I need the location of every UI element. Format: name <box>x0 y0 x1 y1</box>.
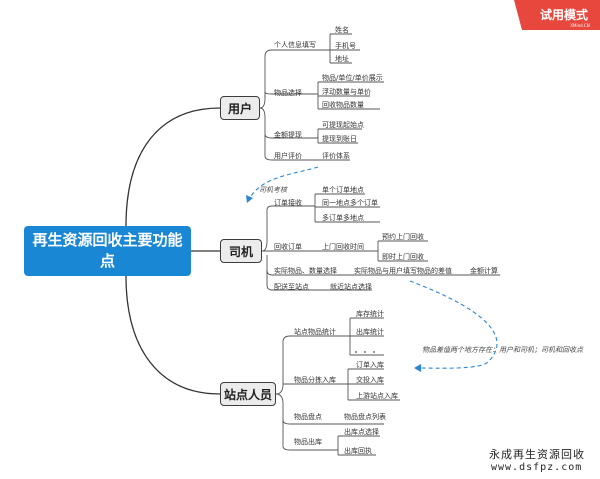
note-driver-review: 司机考核 <box>259 186 287 194</box>
topic-driver-deliver[interactable]: 配送至站点 <box>274 283 309 291</box>
topic-user-info[interactable]: 个人信息填写 <box>274 41 316 49</box>
topic-recycle-time[interactable]: 上门回收时间 <box>322 243 364 251</box>
topic-user-phone[interactable]: 手机号 <box>335 42 356 50</box>
topic-review-system[interactable]: 评价体系 <box>322 152 350 160</box>
topic-order-multi-location[interactable]: 多订单多地点 <box>322 214 364 222</box>
note-diff: 物品差值两个地方存在：用户和司机；司机和回收点 <box>422 346 583 354</box>
topic-driver-order[interactable]: 订单接收 <box>274 199 302 207</box>
topic-stats-outbound[interactable]: 出库统计 <box>356 328 384 336</box>
root-topic[interactable]: 再生资源回收主要功能点 <box>24 226 191 276</box>
trial-mode-subtext: XMind.CN <box>570 23 589 28</box>
topic-user-withdraw[interactable]: 金额提现 <box>274 131 302 139</box>
topic-goods-float[interactable]: 浮动数量与单价 <box>322 88 371 96</box>
topic-station-classify[interactable]: 物品分拣入库 <box>294 376 336 384</box>
topic-station-stats[interactable]: 站点物品统计 <box>294 328 336 336</box>
topic-driver-actual[interactable]: 实际物品、数量选择 <box>274 267 337 275</box>
branch-station[interactable]: 站点人员 <box>220 382 276 406</box>
topic-outbound-receipt[interactable]: 出库回执 <box>344 447 372 455</box>
trial-mode-text: 试用模式 <box>540 7 588 22</box>
topic-withdraw-date[interactable]: 提现到账日 <box>322 135 357 143</box>
relationship-lines <box>249 166 498 369</box>
topic-order-single[interactable]: 单个订单地点 <box>322 186 364 194</box>
topic-inventory-list[interactable]: 物品盘点列表 <box>344 413 386 421</box>
topic-classify-order[interactable]: 订单入库 <box>356 361 384 369</box>
watermark-url: www.dsfpz.com <box>491 462 583 473</box>
topic-user-name[interactable]: 姓名 <box>335 26 349 34</box>
topic-classify-delivery[interactable]: 交投入库 <box>356 376 384 384</box>
topic-stats-stock[interactable]: 库存统计 <box>356 310 384 318</box>
station-connectors <box>275 317 400 456</box>
topic-outbound-point[interactable]: 出库点选择 <box>344 428 379 436</box>
driver-connectors <box>261 193 500 291</box>
branch-user[interactable]: 用户 <box>220 96 260 120</box>
root-connectors <box>125 107 221 395</box>
topic-withdraw-start[interactable]: 可提现起始点 <box>322 121 364 129</box>
relationship-arrowheads <box>246 195 421 372</box>
topic-goods-display[interactable]: 物品/单位/单价展示 <box>322 74 383 82</box>
topic-user-review[interactable]: 用户评价 <box>274 152 302 160</box>
topic-station-inventory[interactable]: 物品盘点 <box>294 413 322 421</box>
topic-station-outbound[interactable]: 物品出库 <box>294 438 322 446</box>
topic-recycle-booked[interactable]: 预约上门回收 <box>382 233 424 241</box>
trial-mode-badge: 试用模式 XMind.CN <box>514 0 600 30</box>
topic-goods-qty[interactable]: 回收物品数量 <box>322 101 364 109</box>
topic-order-multi[interactable]: 同一地点多个订单 <box>322 199 378 207</box>
branch-driver[interactable]: 司机 <box>220 239 262 263</box>
topic-actual-diff[interactable]: 实际物品与用户填写物品的差值 <box>354 267 452 275</box>
watermark-title: 永成再生资源回收 <box>489 448 585 461</box>
topic-user-goods[interactable]: 物品选择 <box>274 89 302 97</box>
topic-driver-recycle[interactable]: 回收订单 <box>274 243 302 251</box>
topic-amount-calc[interactable]: 金额计算 <box>470 267 498 275</box>
topic-classify-upstream[interactable]: 上游站点入库 <box>356 392 398 400</box>
topic-deliver-nearby[interactable]: 就近站点选择 <box>330 283 372 291</box>
user-connectors <box>259 33 384 161</box>
topic-recycle-instant[interactable]: 即时上门回收 <box>382 253 424 261</box>
topic-user-address[interactable]: 地址 <box>335 55 349 63</box>
